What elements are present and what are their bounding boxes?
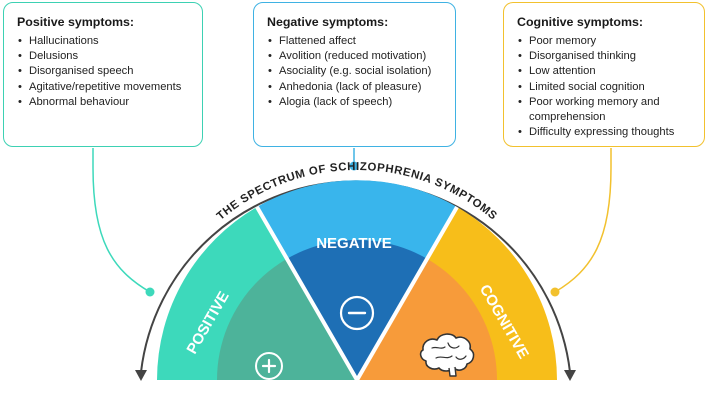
symptom-item: Flattened affect xyxy=(267,34,445,49)
positive-connector-line xyxy=(92,148,151,293)
segment-divider xyxy=(355,205,459,382)
symptom-item: Abnormal behaviour xyxy=(17,95,192,110)
right-arrowhead-icon xyxy=(564,370,576,381)
cognitive-connector-dot xyxy=(550,287,560,297)
negative-segment-label: NEGATIVE xyxy=(316,235,392,252)
symptom-item: Low attention xyxy=(517,64,694,79)
symptom-item: Asociality (e.g. social isolation) xyxy=(267,64,445,79)
negative-symptoms-title: Negative symptoms: xyxy=(267,15,389,29)
minus-circle-icon xyxy=(339,295,375,331)
symptom-item: Avolition (reduced motivation) xyxy=(267,49,445,64)
symptom-item: Delusions xyxy=(17,49,192,64)
brain-icon xyxy=(419,333,475,377)
positive-connector-dot xyxy=(145,287,155,297)
symptom-item: Hallucinations xyxy=(17,34,192,49)
cognitive-connector-line xyxy=(554,148,612,293)
symptom-item: Disorganised thinking xyxy=(517,49,694,64)
cognitive-symptoms-box: Cognitive symptoms: Poor memory Disorgan… xyxy=(503,2,705,147)
positive-segment-inner xyxy=(217,240,357,380)
symptom-item: Disorganised speech xyxy=(17,64,192,79)
cognitive-segment-inner xyxy=(357,240,497,380)
negative-symptoms-list: Flattened affect Avolition (reduced moti… xyxy=(267,34,445,110)
negative-connector-dot xyxy=(349,161,359,171)
negative-symptoms-box: Negative symptoms: Flattened affect Avol… xyxy=(253,2,456,147)
symptom-item: Poor working memory and comprehension xyxy=(517,95,694,125)
negative-segment-inner xyxy=(257,240,457,380)
symptom-item: Difficulty expressing thoughts xyxy=(517,125,694,140)
segment-divider xyxy=(255,205,359,382)
left-arrowhead-icon xyxy=(135,370,147,381)
symptom-item: Agitative/repetitive movements xyxy=(17,80,192,95)
positive-symptoms-list: Hallucinations Delusions Disorganised sp… xyxy=(17,34,192,110)
cognitive-symptoms-title: Cognitive symptoms: xyxy=(517,15,643,29)
positive-symptoms-title: Positive symptoms: xyxy=(17,15,135,29)
positive-symptoms-box: Positive symptoms: Hallucinations Delusi… xyxy=(3,2,203,147)
symptom-item: Anhedonia (lack of pleasure) xyxy=(267,80,445,95)
symptom-item: Alogia (lack of speech) xyxy=(267,95,445,110)
symptom-item: Poor memory xyxy=(517,34,694,49)
cognitive-symptoms-list: Poor memory Disorganised thinking Low at… xyxy=(517,34,694,141)
plus-circle-icon xyxy=(255,352,283,380)
symptom-item: Limited social cognition xyxy=(517,80,694,95)
